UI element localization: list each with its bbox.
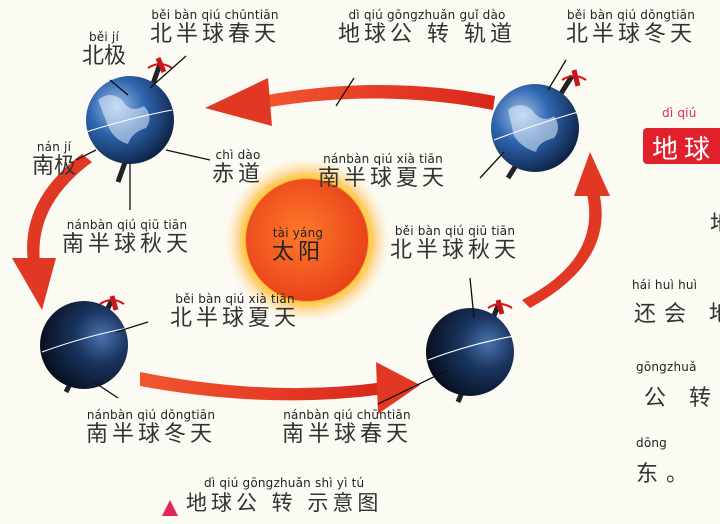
side-fragment-4: 公 转: [644, 386, 719, 411]
side-fragment-5-pinyin: dōng: [636, 436, 667, 450]
side-fragment-2: 地: [710, 206, 720, 238]
label-south-pole: nán jí 南极: [32, 140, 77, 179]
earth-globe-icon: [491, 69, 587, 180]
orbit-arrow-left-icon: [12, 154, 93, 310]
label-sun: tài yáng 太阳: [272, 226, 325, 265]
label-south-summer: nánbàn qiú xià tiān 南半球夏天: [318, 152, 449, 191]
orbit-arrow-bottom-icon: [140, 362, 420, 414]
label-north-pole: běi jí 北极: [82, 30, 127, 69]
earth-globe-icon: [426, 299, 515, 403]
earth-globe-icon: [85, 57, 174, 183]
label-south-spring: nánbàn qiú chūntiān 南半球春天: [282, 408, 413, 447]
label-south-autumn: nánbàn qiú qiū tiān 南半球秋天: [62, 218, 193, 257]
figure-caption: dì qiú gōngzhuǎn shì yì tú 地球公 转 示意图: [186, 476, 383, 515]
sun-icon: [225, 158, 389, 322]
label-north-autumn: běi bàn qiú qiū tiān 北半球秋天: [390, 224, 521, 263]
earth-globe-icon: [40, 295, 129, 394]
leader-lines: [75, 55, 567, 405]
side-fragment-4-pinyin: gōngzhuǎ: [636, 360, 697, 374]
side-fragment-1-pinyin: dì qiú: [662, 106, 697, 120]
section-title-text: 地球: [652, 135, 717, 165]
label-north-spring: běi bàn qiú chūntiān 北半球春天: [150, 8, 281, 47]
label-orbit: dì qiú gōngzhuǎn guǐ dào 地球公 转 轨道: [338, 8, 516, 47]
label-equator: chì dào 赤道: [212, 148, 265, 187]
triangle-marker-icon: [162, 500, 178, 516]
section-title-badge: [643, 128, 720, 164]
label-north-winter: běi bàn qiú dōngtiān 北半球冬天: [566, 8, 697, 47]
label-south-winter: nánbàn qiú dōngtiān 南半球冬天: [86, 408, 217, 447]
side-fragment-3-pinyin: hái huì huì: [632, 278, 698, 292]
label-north-summer: běi bàn qiú xià tiān 北半球夏天: [170, 292, 301, 331]
orbit-arrow-top-icon: [205, 78, 495, 126]
orbit-arrow-right-icon: [522, 152, 610, 308]
side-fragment-5: 东。: [636, 462, 697, 487]
side-fragment-3: 还会 地: [634, 302, 720, 327]
